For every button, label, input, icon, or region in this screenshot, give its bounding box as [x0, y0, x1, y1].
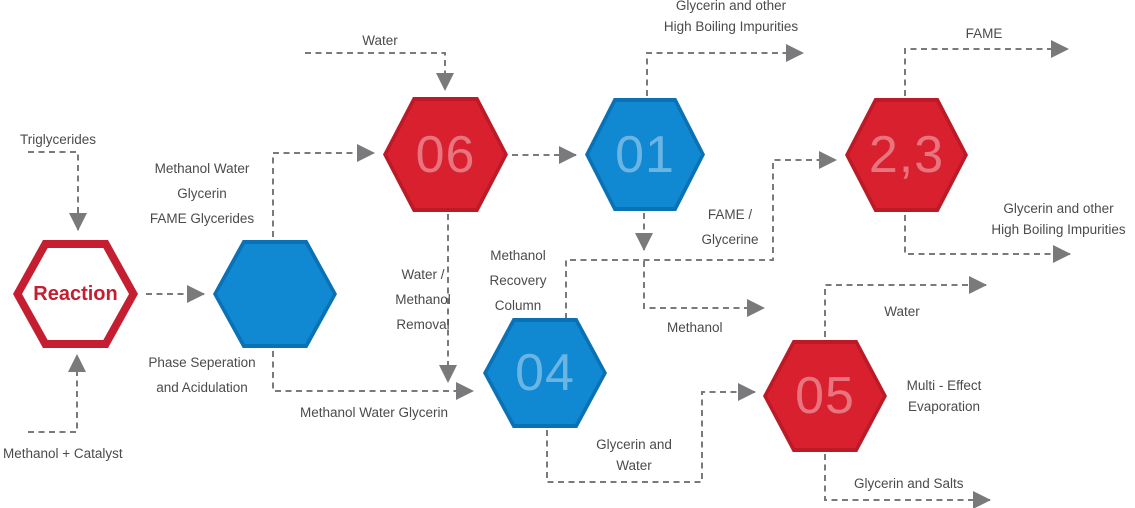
node-label: 06 [415, 125, 476, 184]
connector-phase-to-04 [272, 351, 474, 400]
connector-methanol-catalyst-in [28, 354, 86, 433]
label-glycerin-water: Glycerin and Water [596, 437, 672, 473]
hexagon-core [487, 322, 603, 424]
connector-methanol-recycle [643, 261, 765, 317]
node-reaction: Reaction [13, 240, 138, 348]
label-methanol-recycle: Methanol [667, 320, 723, 335]
hexagon-core [217, 244, 333, 344]
label-methanol-catalyst: Methanol + Catalyst [3, 446, 123, 461]
connector-23-to-fame [904, 40, 1069, 96]
hexagon-core [387, 101, 504, 208]
node-unit-2-3: 2,3 [845, 98, 968, 212]
node-unit-04: 04 [483, 318, 607, 428]
label-water-right: Water [884, 304, 920, 319]
label-phase-separation: Phase Seperation and Acidulation [148, 355, 256, 395]
node-label: 04 [515, 344, 575, 402]
hexagon-core [849, 102, 964, 208]
hexagon-core [767, 344, 883, 448]
connector-05-to-salts [824, 454, 991, 508]
connector-water-to-06 [305, 52, 454, 91]
node-label: 01 [615, 125, 675, 184]
node-label: 2,3 [868, 126, 945, 184]
label-impurities-top: Glycerin and other High Boiling Impuriti… [663, 0, 799, 34]
node-unit-06: 06 [383, 97, 508, 212]
node-label: Reaction [33, 282, 118, 305]
label-impurities-right: Glycerin and other High Boiling Impuriti… [991, 201, 1126, 237]
connector-05-to-water [824, 276, 987, 337]
connector-phase-to-06 [272, 144, 375, 237]
label-methanol-recovery-column: Methanol Recovery Column [489, 248, 547, 313]
node-unit-05: 05 [763, 340, 887, 452]
label-triglycerides: Triglycerides [20, 132, 97, 147]
hexagon-core [589, 102, 701, 207]
connector-23-to-impurities-right [904, 215, 1071, 263]
label-multi-effect-evaporation: Multi - Effect Evaporation [906, 378, 982, 414]
label-fame-glycerine: FAME / Glycerine [701, 207, 759, 247]
connector-04-to-23 [565, 151, 837, 319]
label-methanol-water-glycerin: Methanol Water Glycerin [299, 405, 449, 420]
node-label: 05 [795, 367, 855, 425]
connector-triglycerides-in [28, 151, 87, 231]
label-fame-out: FAME [965, 26, 1003, 41]
connector-01-to-impurities-top [646, 44, 804, 96]
node-phase-separation [213, 240, 337, 348]
label-glycerin-salts: Glycerin and Salts [854, 476, 964, 491]
node-unit-01: 01 [585, 98, 705, 211]
label-feed-mix: Methanol Water Glycerin FAME Glycerides [149, 161, 255, 226]
node-label [213, 240, 337, 348]
label-water-methanol-removal: Water / Methanol Removal [395, 267, 451, 332]
label-water-top: Water [362, 33, 398, 48]
hexagon-core [22, 248, 129, 340]
connector-04-to-05 [546, 383, 756, 483]
